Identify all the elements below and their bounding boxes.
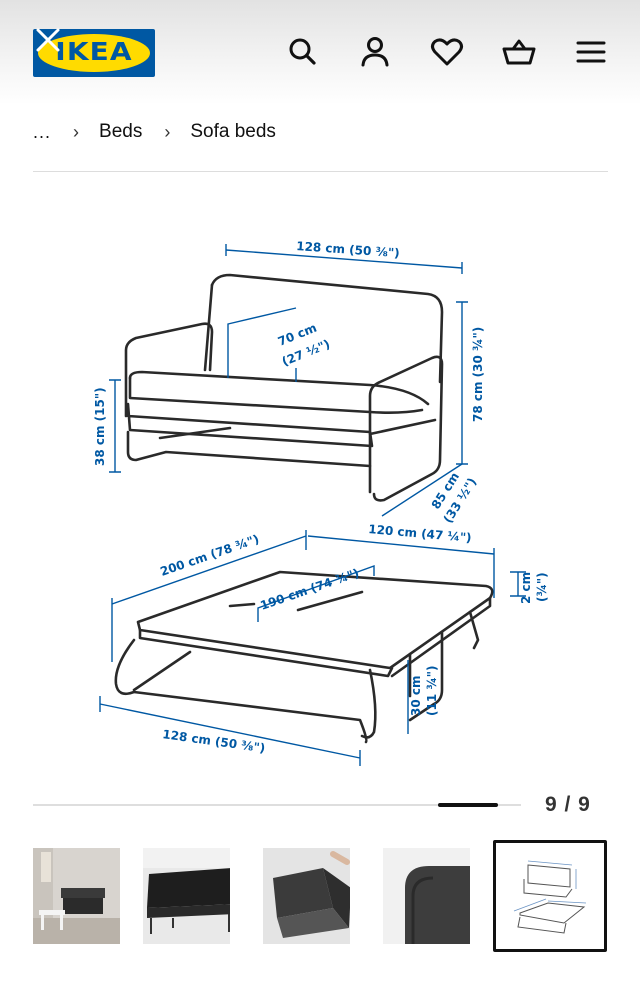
seat-height-ticks <box>109 379 121 473</box>
bed-width-ticks <box>99 696 361 766</box>
search-icon[interactable] <box>283 32 323 72</box>
mattress-thickness-line <box>510 571 526 597</box>
account-icon[interactable] <box>355 32 395 72</box>
room-scene-image <box>33 848 120 944</box>
label-mattress-width: 120 cm (47 ¼") <box>368 522 472 545</box>
ikea-logo[interactable]: IKEA <box>33 29 155 77</box>
thumbnail-sofa-front[interactable] <box>143 848 230 944</box>
sofa-unfolding-image <box>263 848 350 944</box>
sofa-base-left <box>126 430 372 468</box>
logo-oval <box>38 34 150 72</box>
gallery-progress-track[interactable] <box>33 803 521 807</box>
thumbnail-room-scene[interactable] <box>33 848 120 944</box>
sofa-depth-line <box>381 463 463 517</box>
label-bed-height: 30 cm <box>409 676 423 717</box>
bed-frame-right-leg <box>408 630 444 722</box>
sofa-front-image <box>143 848 230 944</box>
bed-frame-front <box>114 638 368 744</box>
label-mattress-thickness-in: (¾") <box>535 572 549 602</box>
sofa-right-armrest <box>368 355 444 502</box>
bed-cushion-seams <box>228 590 364 612</box>
gallery-progress-indicator <box>438 803 498 807</box>
sofa-backrest <box>210 273 444 384</box>
breadcrumb-ellipsis[interactable]: ... <box>33 121 52 142</box>
label-mattress-thickness: 2 cm <box>519 572 533 604</box>
breadcrumb: ... › Beds › Sofa beds <box>33 120 276 144</box>
menu-icon[interactable] <box>571 32 611 72</box>
breadcrumb-beds[interactable]: Beds <box>99 121 143 142</box>
sofa-width-ticks <box>225 244 463 274</box>
sofa-seat-top <box>128 370 430 406</box>
sofa-left-armrest <box>124 322 214 418</box>
bed-frame-front-right <box>360 668 377 739</box>
label-seat-height: 38 cm (15") <box>93 387 107 466</box>
bed-length-ticks <box>111 530 307 662</box>
breadcrumb-divider <box>33 171 608 172</box>
label-bed-width: 128 cm (50 ⅜") <box>162 727 266 755</box>
gallery-counter: 9 / 9 <box>545 793 591 816</box>
sofa-width-line <box>225 249 463 269</box>
bed-width-line <box>99 703 361 759</box>
chevron-right-icon: › <box>73 121 80 142</box>
sofa-base-right <box>368 418 437 436</box>
sofa-backrest-left <box>203 283 214 372</box>
label-bed-length: 200 cm (78 ¾") <box>158 532 260 579</box>
top-navigation-bar: IKEA <box>0 0 640 105</box>
basket-icon[interactable] <box>499 32 539 72</box>
bed-frame-left-leg <box>132 650 192 692</box>
bed-frame-back-leg <box>468 610 480 650</box>
breadcrumb-sofa-beds[interactable]: Sofa beds <box>190 121 276 142</box>
close-icon[interactable] <box>33 25 63 55</box>
seat-depth-line <box>227 307 297 382</box>
chevron-right-icon: › <box>164 121 171 142</box>
thumbnail-sofa-unfolding[interactable] <box>263 848 350 944</box>
dimensions-diagram-thumbnail <box>513 860 587 934</box>
sofa-base-cross <box>158 426 232 440</box>
bed-mattress-side <box>390 596 492 678</box>
logo-text: IKEA <box>55 37 133 66</box>
mattress-length-line <box>257 565 375 622</box>
fabric-detail-image <box>383 848 470 944</box>
bed-length-line <box>111 535 307 605</box>
thumbnail-dimensions-diagram[interactable] <box>493 840 607 952</box>
mattress-width-line <box>307 535 495 555</box>
product-dimensions-image[interactable]: 128 cm (50 ⅜") 70 cm (27 ½") 78 cm (30 ¾… <box>70 220 580 775</box>
bed-mattress-edge <box>138 628 394 678</box>
thumbnail-fabric-detail[interactable] <box>383 848 470 944</box>
bed-mattress-top <box>136 570 494 670</box>
heart-icon[interactable] <box>427 32 467 72</box>
label-bed-height-in: (11 ¾") <box>425 665 439 716</box>
label-sofa-height: 78 cm (30 ¾") <box>471 327 485 422</box>
